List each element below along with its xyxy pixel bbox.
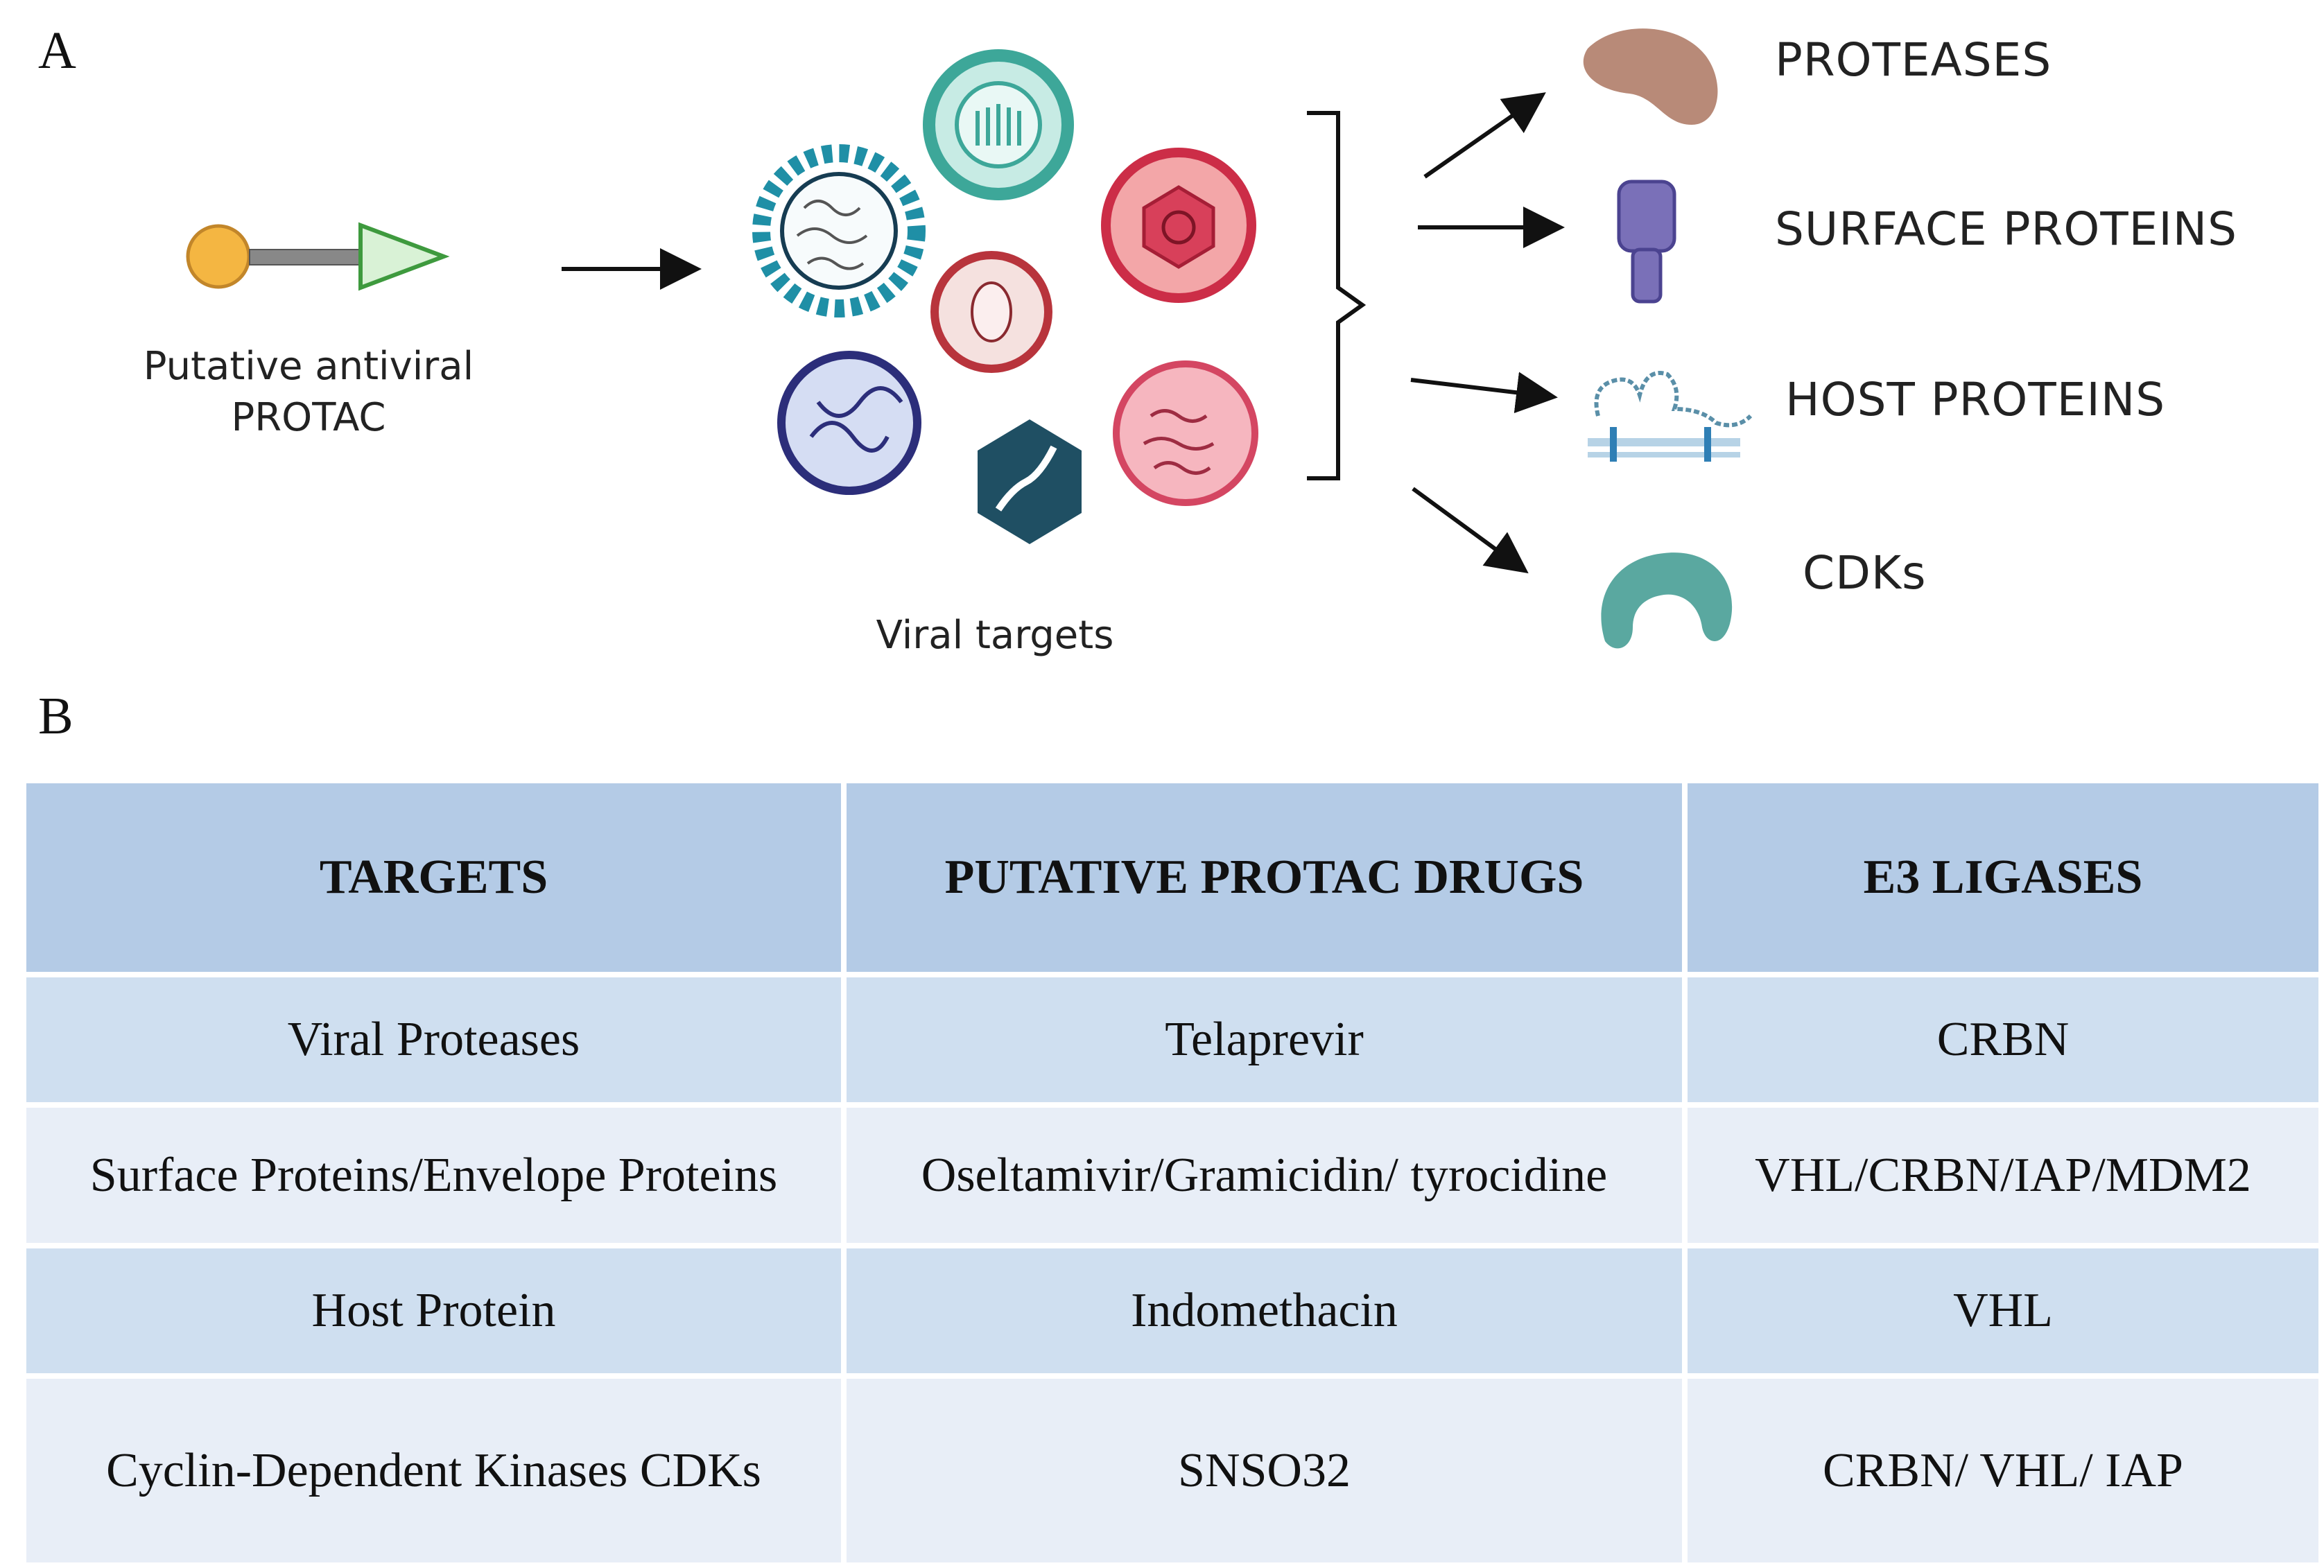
table-row: Surface Proteins/Envelope Proteins Oselt…	[26, 1108, 2318, 1243]
cell-e3: VHL	[1688, 1248, 2318, 1373]
arrow-to-host-proteins	[1410, 372, 1558, 414]
header-drugs: PUTATIVE PROTAC DRUGS	[847, 783, 1682, 972]
arrow-to-proteases	[1423, 92, 1546, 179]
cell-drug: SNSO32	[847, 1379, 1682, 1562]
table-row: Cyclin-Dependent Kinases CDKs SNSO32 CRB…	[26, 1379, 2318, 1562]
protease-icon	[1583, 28, 1718, 125]
bracket	[1307, 111, 1367, 480]
cell-e3: CRBN	[1688, 977, 2318, 1102]
label-host-proteins: HOST PROTEINS	[1785, 373, 2166, 426]
protac-label: Putative antiviral PROTAC	[143, 344, 474, 440]
header-targets: TARGETS	[26, 783, 841, 972]
protac-table: TARGETS PUTATIVE PROTAC DRUGS E3 LIGASES…	[21, 778, 2324, 1568]
cell-target: Host Protein	[26, 1248, 841, 1373]
virus-hexagon-icon	[978, 419, 1082, 544]
diagram-graphics	[186, 28, 1753, 649]
virus-blue-white-icon	[752, 144, 926, 317]
table-row: Viral Proteases Telaprevir CRBN	[26, 977, 2318, 1102]
cdk-icon	[1601, 552, 1733, 649]
cell-drug: Oseltamivir/Gramicidin/ tyrocidine	[847, 1108, 1682, 1243]
header-e3-ligases: E3 LIGASES	[1688, 783, 2318, 972]
panel-label-a: A	[38, 21, 76, 80]
cell-target: Viral Proteases	[26, 977, 841, 1102]
protac-molecule-icon	[186, 222, 450, 291]
cell-e3: CRBN/ VHL/ IAP	[1688, 1379, 2318, 1562]
virus-teal-icon	[923, 49, 1074, 200]
viral-targets-label: Viral targets	[876, 613, 1114, 658]
protac-diagram: Putative antiviral PROTAC Viral targets …	[0, 0, 2324, 693]
cell-e3: VHL/CRBN/IAP/MDM2	[1688, 1108, 2318, 1243]
label-surface-proteins: SURFACE PROTEINS	[1775, 202, 2238, 256]
virus-purple-icon	[777, 351, 921, 495]
label-cdks: CDKs	[1803, 546, 1927, 600]
virus-red-rose-icon	[1101, 148, 1256, 303]
cell-drug: Indomethacin	[847, 1248, 1682, 1373]
virus-pink-icon	[1113, 360, 1258, 506]
table-header-row: TARGETS PUTATIVE PROTAC DRUGS E3 LIGASES	[26, 783, 2318, 972]
label-proteases: PROTEASES	[1775, 33, 2052, 87]
arrow-to-cdks	[1412, 487, 1529, 574]
panel-label-b: B	[38, 687, 73, 745]
cell-target: Surface Proteins/Envelope Proteins	[26, 1108, 841, 1243]
cell-drug: Telaprevir	[847, 977, 1682, 1102]
cell-target: Cyclin-Dependent Kinases CDKs	[26, 1379, 841, 1562]
surface-protein-icon	[1617, 180, 1676, 304]
host-protein-icon	[1588, 371, 1753, 462]
table-row: Host Protein Indomethacin VHL	[26, 1248, 2318, 1373]
virus-small-red-icon	[930, 251, 1052, 373]
